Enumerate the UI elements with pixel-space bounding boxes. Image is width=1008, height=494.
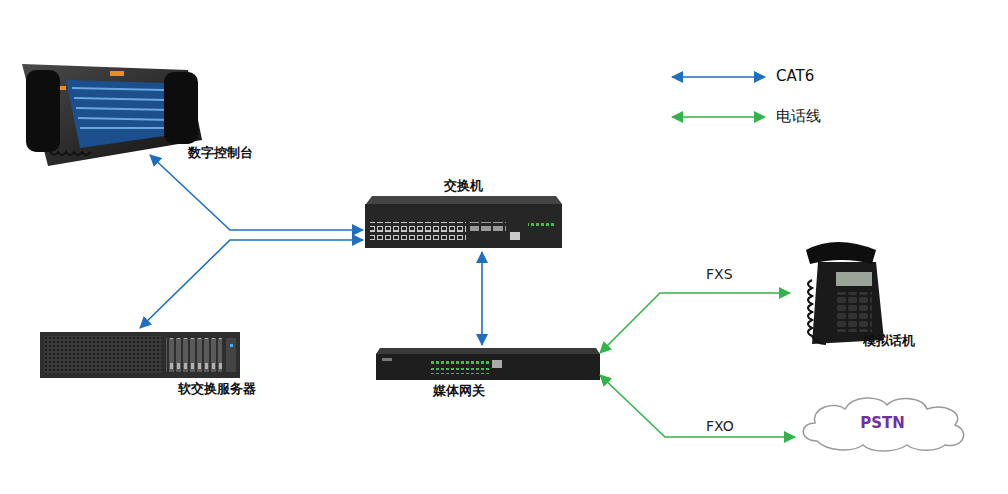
legend-sample-line — [672, 76, 765, 78]
device-node: 交换机 — [363, 172, 563, 252]
legend-text: CAT6 — [776, 67, 814, 85]
device-node: 模拟话机 — [790, 238, 940, 358]
device-node: 数字控制台 — [20, 55, 275, 155]
gateway-illustration — [376, 348, 600, 380]
node-label: 交换机 — [363, 178, 563, 194]
console-illustration — [22, 64, 202, 166]
server-illustration — [40, 332, 240, 378]
node-label: 数字控制台 — [188, 145, 253, 161]
legend-text: 电话线 — [776, 107, 821, 126]
node-label: 模拟话机 — [863, 333, 915, 349]
edge-label: FXS — [706, 266, 733, 282]
edge-label: FXO — [706, 418, 734, 434]
switch-illustration — [365, 196, 562, 248]
device-node: 媒体网关 — [375, 345, 600, 400]
connector — [140, 240, 363, 328]
cloud-node: PSTN — [795, 393, 970, 453]
phone-illustration — [806, 242, 884, 344]
node-label: PSTN — [795, 393, 970, 453]
node-label: 媒体网关 — [433, 383, 485, 399]
device-node: 软交换服务器 — [40, 328, 250, 400]
legend-sample-line — [672, 116, 765, 118]
node-label: 软交换服务器 — [178, 381, 256, 397]
connector — [150, 155, 363, 230]
connector — [600, 375, 795, 437]
connector — [481, 252, 483, 345]
connector — [600, 293, 790, 353]
